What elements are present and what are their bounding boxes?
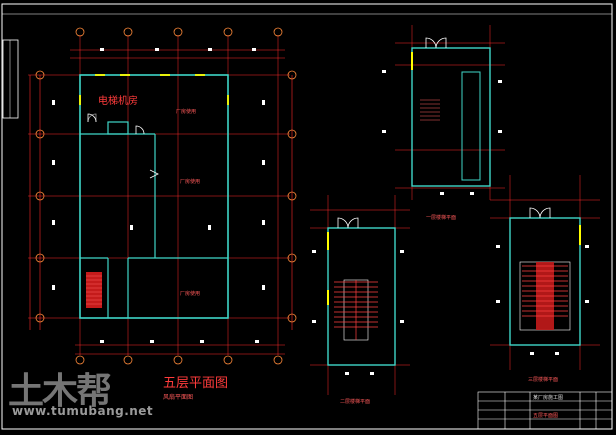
drawing-frame [1, 3, 613, 430]
stair-plan-3-caption: 三层楼梯平面 [528, 377, 559, 383]
plan-subtitle: 风扇平面图 [163, 394, 194, 401]
room-label-2: 厂房使用 [180, 179, 201, 185]
stair-plan-1-caption: 一层楼梯平面 [426, 215, 457, 221]
stair-plan-2 [310, 195, 410, 395]
stair-plan-2-caption: 二层楼梯平面 [340, 399, 371, 405]
title-block [477, 391, 613, 430]
room-label-1: 厂房使用 [176, 109, 197, 115]
title-block-drawing-name: 五层平面图 [533, 413, 559, 419]
title-block-project: 某厂房施工图 [533, 395, 564, 401]
watermark-url: www.tumubang.net [12, 404, 154, 418]
room-label-3: 厂房使用 [180, 291, 201, 297]
main-floor-plan [28, 27, 297, 365]
elevator-room-label: 电梯机房 [98, 96, 138, 107]
plan-title: 五层平面图 [163, 376, 229, 391]
stair-plan-3 [490, 175, 600, 370]
binding-margin [2, 39, 19, 119]
stair-plan-1 [382, 25, 505, 200]
watermark-logo: 土木帮 [8, 371, 112, 412]
